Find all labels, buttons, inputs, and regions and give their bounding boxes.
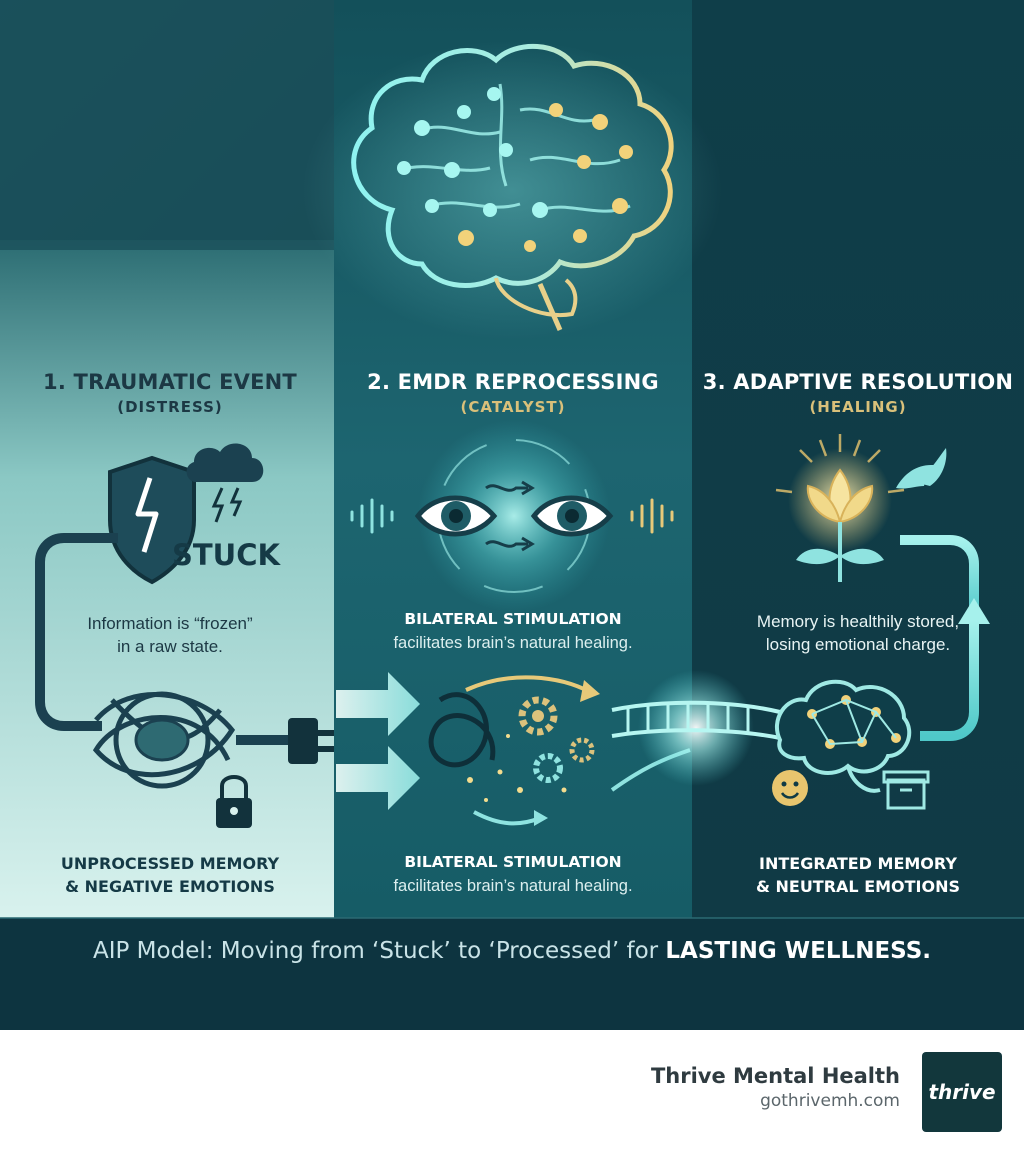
network-brain-icon bbox=[774, 679, 912, 793]
step-1-caption-line-1: UNPROCESSED MEMORY bbox=[60, 854, 280, 873]
lotus-icon bbox=[775, 434, 905, 582]
bridge-icon bbox=[611, 670, 781, 786]
tangled-brain-icon bbox=[92, 691, 236, 789]
step-3-subtitle: (HEALING) bbox=[809, 398, 907, 416]
step-3-description-line-1: Memory is healthily stored, bbox=[756, 612, 960, 631]
step-2-title: 2. EMDR REPROCESSING bbox=[367, 370, 659, 394]
eyes-icon bbox=[414, 420, 614, 612]
step-2-caption: facilitates brain’s natural healing. bbox=[393, 877, 633, 895]
sparkle-particles bbox=[467, 734, 567, 802]
step-2-subtitle: (CATALYST) bbox=[460, 398, 566, 416]
step-1-description-line-1: Information is “frozen” bbox=[87, 614, 253, 633]
loop-connector bbox=[35, 533, 290, 745]
stuck-label: STUCK bbox=[172, 538, 280, 572]
step-2-caption-heading: BILATERAL STIMULATION bbox=[404, 853, 622, 871]
brand-url[interactable]: gothrivemh.com bbox=[760, 1091, 900, 1111]
process-arrows bbox=[336, 672, 691, 826]
plug-icon bbox=[288, 718, 334, 764]
aip-model-summary: AIP Model: Moving from ‘Stuck’ to ‘Proce… bbox=[0, 938, 1024, 964]
step-1-caption-line-2: & NEGATIVE EMOTIONS bbox=[65, 877, 275, 896]
step-3-description-line-2: losing emotional charge. bbox=[765, 635, 951, 654]
sound-wave-icon bbox=[350, 498, 674, 534]
step-2-description-heading: BILATERAL STIMULATION bbox=[404, 610, 622, 628]
step-3-caption-line-2: & NEUTRAL EMOTIONS bbox=[755, 877, 961, 896]
shield-icon bbox=[108, 455, 196, 585]
knot-icon bbox=[428, 692, 496, 768]
padlock-icon bbox=[216, 775, 252, 828]
gear-icon bbox=[518, 696, 595, 783]
logo-text: thrive bbox=[928, 1080, 996, 1104]
step-1-subtitle: (DISTRESS) bbox=[117, 398, 223, 416]
return-loop-arrow bbox=[900, 535, 990, 741]
step-3-title: 3. ADAPTIVE RESOLUTION bbox=[702, 370, 1014, 394]
step-2-description: facilitates brain’s natural healing. bbox=[393, 634, 633, 652]
storm-cloud-icon bbox=[186, 443, 264, 523]
summary-text: AIP Model: Moving from ‘Stuck’ to ‘Proce… bbox=[92, 938, 666, 964]
dove-icon bbox=[896, 448, 947, 489]
storage-box-icon bbox=[882, 770, 930, 810]
smiley-icon bbox=[772, 770, 808, 806]
thrive-logo: thrive bbox=[922, 1052, 1002, 1132]
step-1-description-line-2: in a raw state. bbox=[117, 637, 223, 656]
brand-name: Thrive Mental Health bbox=[650, 1064, 900, 1088]
step-3-caption-line-1: INTEGRATED MEMORY bbox=[759, 854, 957, 873]
summary-emphasis: LASTING WELLNESS. bbox=[665, 938, 931, 964]
top-brain-icon bbox=[302, 40, 722, 340]
step-1-title: 1. TRAUMATIC EVENT bbox=[43, 370, 297, 394]
